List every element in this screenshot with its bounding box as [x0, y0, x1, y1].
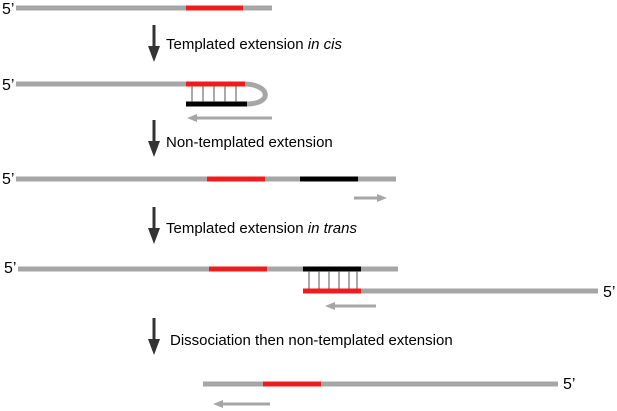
strand-row-3: 5’	[2, 171, 396, 202]
step-arrow-4	[148, 318, 160, 355]
step-arrow-1	[148, 25, 160, 62]
base-pairs	[308, 271, 358, 289]
five-prime-label: 5’	[603, 284, 615, 301]
step-arrow-2	[148, 120, 160, 157]
strand-row-4: 5’ 5’	[4, 260, 615, 310]
strand-row-5: 5’	[203, 376, 575, 408]
five-prime-label: 5’	[2, 77, 14, 94]
five-prime-label: 5’	[4, 260, 16, 277]
strand-row-1: 5’	[2, 1, 272, 18]
five-prime-label: 5’	[563, 376, 575, 393]
step-3-label: Templated extension in trans	[166, 220, 357, 237]
five-prime-label: 5’	[2, 1, 14, 18]
five-prime-label: 5’	[2, 171, 14, 188]
step-arrow-3	[148, 207, 160, 244]
step-1-label: Templated extension in cis	[166, 36, 342, 53]
strand-row-2: 5’	[2, 77, 272, 122]
step-4-label: Dissociation then non-templated extensio…	[170, 332, 453, 349]
base-pairs	[191, 86, 237, 102]
step-2-label: Non-templated extension	[166, 134, 333, 151]
hairpin-loop	[243, 81, 268, 107]
